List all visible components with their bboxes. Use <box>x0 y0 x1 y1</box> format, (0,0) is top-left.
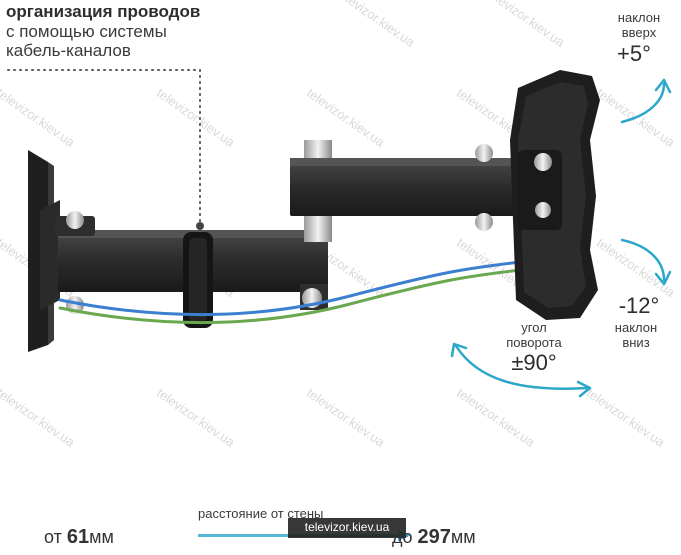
tilt-up-label2: вверх <box>621 25 657 40</box>
tilt-down-arrow <box>620 238 672 286</box>
vesa-plate <box>510 70 600 320</box>
distance-label: расстояние от стены <box>198 506 324 521</box>
tilt-down-label1: наклон <box>614 320 658 335</box>
cable-clip <box>183 232 213 328</box>
cable-management-title: организация проводов <box>6 2 200 21</box>
cables <box>58 260 522 324</box>
distance-min-value: 61 <box>66 526 90 548</box>
distance-max-unit: мм <box>450 527 476 547</box>
watermark-badge <box>288 518 406 538</box>
distance-max-value: 297 <box>417 526 451 548</box>
rotation-arrow <box>450 342 592 398</box>
distance-max: до 297мм <box>392 526 476 549</box>
cable-line1: организация проводов <box>6 2 201 21</box>
rotation-label1: угол <box>521 320 547 335</box>
tilt-up-arrow <box>620 78 672 124</box>
watermark-badge-text: televizor.kiev.ua <box>304 520 390 534</box>
cable-line2: с помощью системы <box>6 22 167 41</box>
distance-max-prefix: до <box>392 527 413 547</box>
cable-line3: кабель-каналов <box>6 41 131 60</box>
wall-plate <box>28 150 60 352</box>
rotation-value: ±90° <box>511 350 557 375</box>
distance-min-unit: мм <box>89 527 114 547</box>
tilt-down-label2: вниз <box>622 335 650 350</box>
distance-min: от 61мм <box>44 526 114 549</box>
tilt-up-label1: наклон <box>617 10 661 25</box>
cable-leader-line <box>7 69 204 230</box>
distance-min-prefix: от <box>44 527 62 547</box>
tilt-up-value: +5° <box>617 41 651 66</box>
rotation-label2: поворота <box>506 335 562 350</box>
tilt-down-value: -12° <box>618 293 660 318</box>
second-arm <box>290 144 522 231</box>
